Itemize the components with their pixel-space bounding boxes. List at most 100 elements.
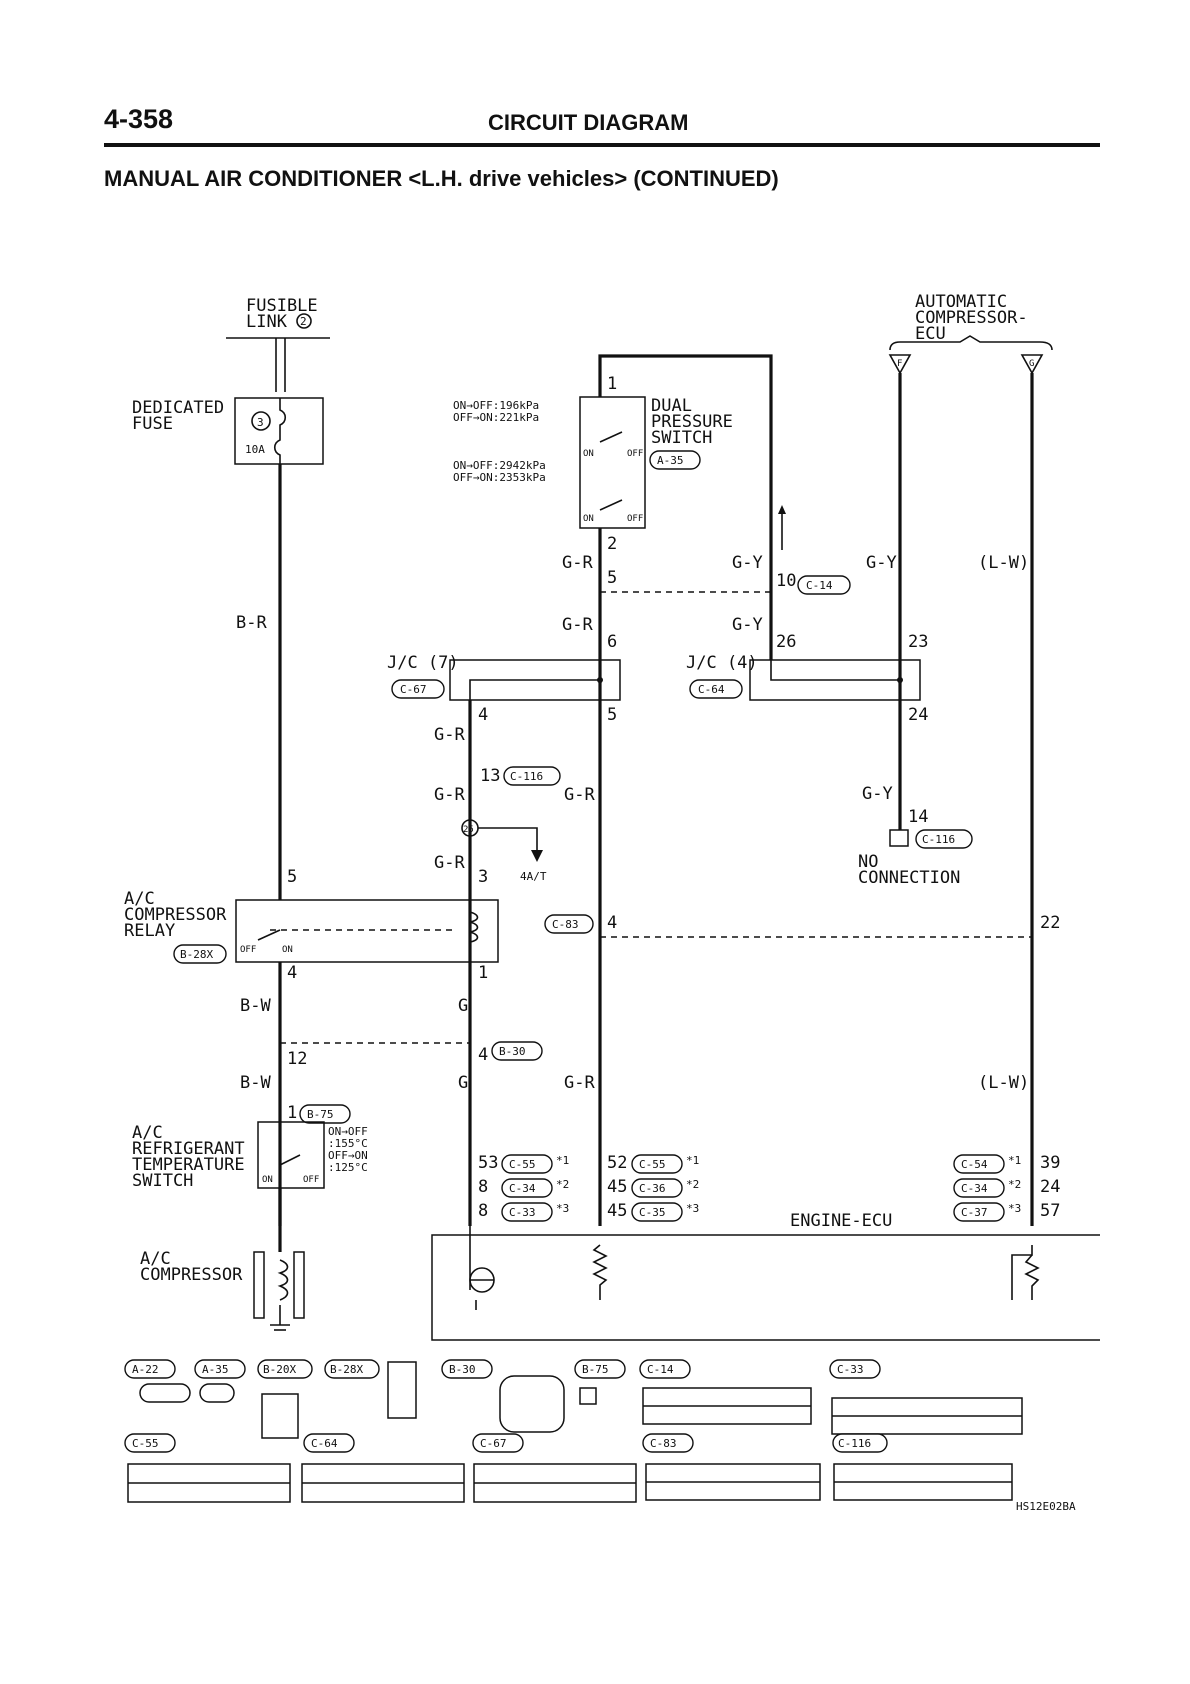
automatic-compressor-ecu: AUTOMATIC COMPRESSOR- ECU F G bbox=[888, 292, 1053, 375]
auto-ecu-label-2: COMPRESSOR- bbox=[915, 308, 1028, 328]
at-branch-label: 4A/T bbox=[520, 870, 547, 883]
wire-l-w-label-2: (L-W) bbox=[978, 1073, 1029, 1093]
note-1-a: *1 bbox=[556, 1154, 569, 1167]
wire-g-r-label-3: G-R bbox=[434, 725, 465, 745]
ref-switch-on: ON bbox=[262, 1175, 273, 1185]
pin-1-relay: 1 bbox=[478, 963, 488, 983]
pin-4-jc7: 4 bbox=[478, 705, 488, 725]
c35: C-35 bbox=[639, 1206, 666, 1219]
wire-g-label-1: G bbox=[458, 996, 468, 1016]
wire-g-y-label-1: G-Y bbox=[732, 553, 763, 573]
legend-b28x: B-28X bbox=[330, 1363, 363, 1376]
connector-legend: A-22 A-35 B-20X B-28X B-30 B-75 C-14 C-3… bbox=[124, 1359, 1076, 1513]
pin-1-dps: 1 bbox=[607, 374, 617, 394]
pin-26-jc4: 26 bbox=[776, 632, 796, 652]
note-1-b: *1 bbox=[686, 1154, 699, 1167]
relay-label-2: COMPRESSOR bbox=[124, 905, 227, 925]
jc7-label: J/C (7) bbox=[387, 653, 459, 673]
dps-spec-2b: OFF→ON:2353kPa bbox=[453, 471, 546, 484]
dps-off-1: OFF bbox=[627, 449, 643, 459]
ecu-pin-f: F bbox=[897, 359, 902, 369]
fusible-link-label-2: LINK bbox=[246, 312, 288, 332]
ref-spec-4: :125°C bbox=[328, 1161, 368, 1174]
connector-c64: C-64 bbox=[698, 683, 725, 696]
engine-ecu-label: ENGINE-ECU bbox=[790, 1211, 892, 1231]
pin-4-relay: 4 bbox=[287, 963, 297, 983]
c37: C-37 bbox=[961, 1206, 988, 1219]
pin-5-relay: 5 bbox=[287, 867, 297, 887]
ref-spec-3: OFF→ON bbox=[328, 1149, 368, 1162]
c33-a: C-33 bbox=[509, 1206, 536, 1219]
connector-c67: C-67 bbox=[400, 683, 427, 696]
pin-10-c14: 10 bbox=[776, 571, 796, 591]
connector-b75: B-75 bbox=[307, 1108, 334, 1121]
dedicated-fuse-label-2: FUSE bbox=[132, 414, 173, 434]
legend-c55: C-55 bbox=[132, 1437, 159, 1450]
dps-off-2: OFF bbox=[627, 514, 643, 524]
wire-g-y-label-4: G-Y bbox=[862, 784, 893, 804]
pin-2-dps: 2 bbox=[607, 534, 617, 554]
wire-g-r-label-6: G-R bbox=[434, 853, 465, 873]
dps-spec-1b: OFF→ON:221kPa bbox=[453, 411, 539, 424]
dedicated-fuse-label: DEDICATED bbox=[132, 398, 224, 418]
pin-24-jc4: 24 bbox=[908, 705, 928, 725]
ecu-mid-pin-3: 45 bbox=[607, 1201, 627, 1221]
fuse-number: 3 bbox=[257, 416, 264, 429]
legend-c14: C-14 bbox=[647, 1363, 674, 1376]
c34-b: C-34 bbox=[961, 1182, 988, 1195]
relay-label-1: A/C bbox=[124, 889, 155, 909]
dps-label-3: SWITCH bbox=[651, 428, 712, 448]
auto-ecu-label-1: AUTOMATIC bbox=[915, 292, 1007, 312]
note-3-a: *3 bbox=[556, 1202, 569, 1215]
relay-off: OFF bbox=[240, 945, 256, 955]
legend-c67: C-67 bbox=[480, 1437, 507, 1450]
pin-6-jc7: 6 bbox=[607, 632, 617, 652]
wire-g-label-2: G bbox=[458, 1073, 468, 1093]
dps-on-2: ON bbox=[583, 514, 594, 524]
relay-label-3: RELAY bbox=[124, 921, 175, 941]
ref-switch-label-1: A/C bbox=[132, 1123, 163, 1143]
note-3-b: *3 bbox=[686, 1202, 699, 1215]
connector-b28x: B-28X bbox=[180, 948, 213, 961]
drawing-code: HS12E02BA bbox=[1016, 1500, 1076, 1513]
junction-25: 25 bbox=[463, 825, 474, 835]
connector-c14: C-14 bbox=[806, 579, 833, 592]
legend-c33: C-33 bbox=[837, 1363, 864, 1376]
ref-switch-label-3: TEMPERATURE bbox=[132, 1155, 245, 1175]
ecu-left-pin-2: 8 bbox=[478, 1177, 488, 1197]
legend-c64: C-64 bbox=[311, 1437, 338, 1450]
pin-22-c83: 22 bbox=[1040, 913, 1060, 933]
wire-g-r-label-2: G-R bbox=[562, 615, 593, 635]
ac-compressor-relay: A/C COMPRESSOR RELAY B-28X OFF ON bbox=[124, 889, 499, 964]
legend-b20x: B-20X bbox=[263, 1363, 296, 1376]
note-3-c: *3 bbox=[1008, 1202, 1021, 1215]
ecu-left-pin-3: 8 bbox=[478, 1201, 488, 1221]
engine-ecu bbox=[431, 1226, 1100, 1341]
no-connection-1: NO bbox=[858, 852, 878, 872]
legend-c83: C-83 bbox=[650, 1437, 677, 1450]
legend-b30: B-30 bbox=[449, 1363, 476, 1376]
junction-connector-7: J/C (7) C-67 bbox=[387, 653, 621, 701]
page-number: 4-358 bbox=[104, 104, 174, 134]
ref-switch-label-4: SWITCH bbox=[132, 1171, 193, 1191]
dps-on-1: ON bbox=[583, 449, 594, 459]
ac-refrigerant-temperature-switch: A/C REFRIGERANT TEMPERATURE SWITCH ON OF… bbox=[132, 1121, 368, 1191]
page-subtitle: MANUAL AIR CONDITIONER <L.H. drive vehic… bbox=[104, 166, 779, 191]
connector-c83: C-83 bbox=[552, 918, 579, 931]
wire-b-w-label-1: B-W bbox=[240, 996, 271, 1016]
wire-g-y-label-3: G-Y bbox=[866, 553, 897, 573]
note-2-c: *2 bbox=[1008, 1178, 1021, 1191]
c55-a: C-55 bbox=[509, 1158, 536, 1171]
wire-loop-g-y bbox=[598, 354, 773, 590]
dual-pressure-switch: ON→OFF:196kPa OFF→ON:221kPa ON→OFF:2942k… bbox=[453, 396, 733, 529]
legend-a35: A-35 bbox=[202, 1363, 229, 1376]
ecu-mid-pin-2: 45 bbox=[607, 1177, 627, 1197]
dedicated-fuse: DEDICATED FUSE 3 10A bbox=[132, 397, 324, 465]
fuse-rating: 10A bbox=[245, 443, 265, 456]
pin-12-b30: 12 bbox=[287, 1049, 307, 1069]
pin-5-jc7: 5 bbox=[607, 705, 617, 725]
ref-switch-label-2: REFRIGERANT bbox=[132, 1139, 245, 1159]
c55-b: C-55 bbox=[639, 1158, 666, 1171]
ecu-right-pin-1: 39 bbox=[1040, 1153, 1060, 1173]
